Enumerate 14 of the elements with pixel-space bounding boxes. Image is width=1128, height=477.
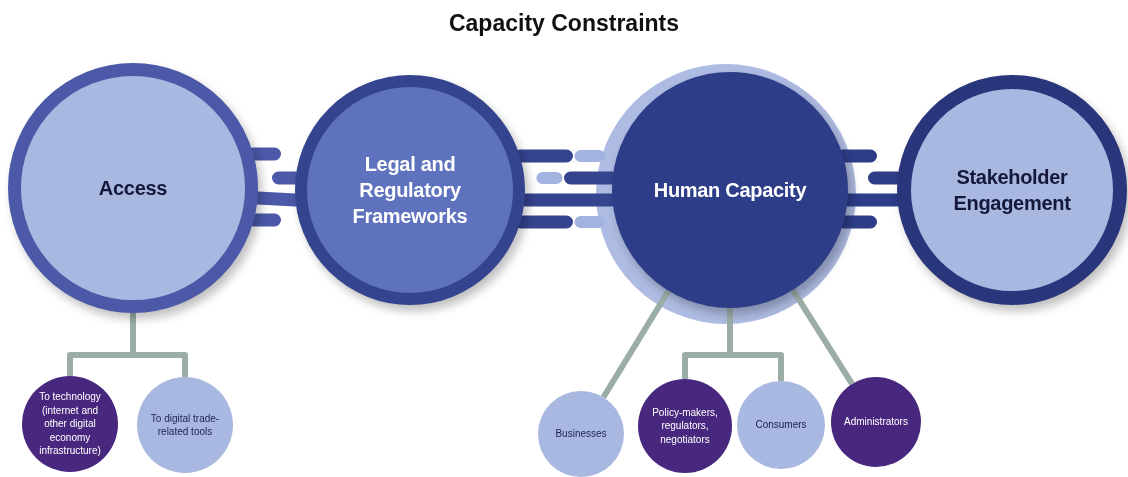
node-label: To technology (internet and other digital economy infrastructure) xyxy=(38,390,102,458)
node-label: Policy-makers, regulators, negotiators xyxy=(651,405,719,447)
diagram-title: Capacity Constraints xyxy=(447,10,681,37)
node-label: Consumers xyxy=(754,418,808,432)
connector-line xyxy=(130,313,188,377)
connector-line xyxy=(600,289,672,399)
node-label: Stakeholder Engagement xyxy=(952,165,1072,216)
node-label: Businesses xyxy=(554,427,608,441)
connector-line xyxy=(790,288,855,386)
node-label: To digital trade-related tools xyxy=(149,411,221,439)
node-label: Legal and Regulatory Frameworks xyxy=(351,152,469,229)
node-label: Access xyxy=(97,176,169,201)
node-label: Administrators xyxy=(843,415,909,429)
node-label: Human Capacity xyxy=(652,178,808,203)
